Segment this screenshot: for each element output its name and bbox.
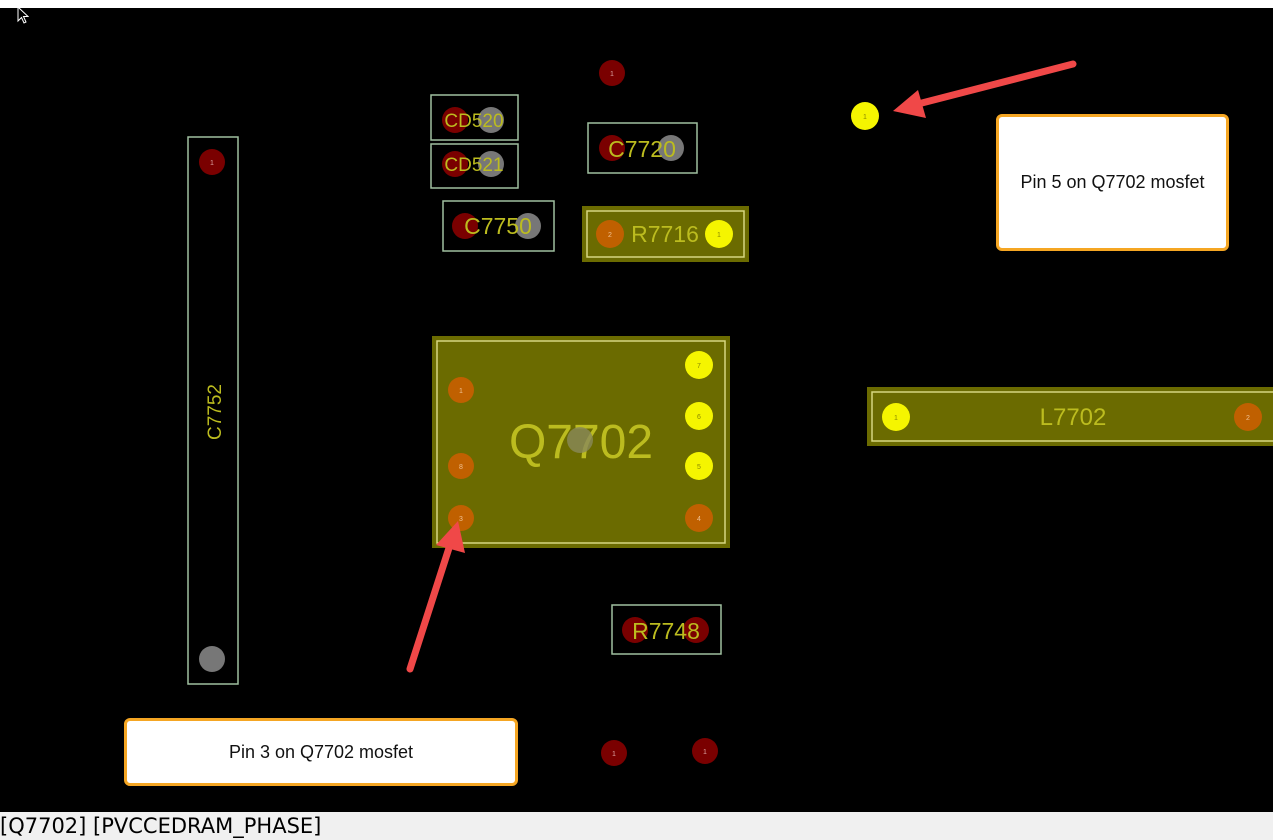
status-text: [Q7702] [PVCCEDRAM_PHASE] bbox=[0, 814, 322, 838]
component-label-c7750: C7750 bbox=[464, 213, 532, 239]
pad-q7702-4[interactable] bbox=[685, 504, 713, 532]
component-cd520[interactable]: CD520 bbox=[430, 94, 519, 141]
pad-l7702-1[interactable] bbox=[882, 403, 910, 431]
pcb-board-view[interactable]: C7752 1 CD520 CD521 C7750 C7720 1 bbox=[0, 8, 1273, 812]
pad-c7752-2[interactable] bbox=[199, 646, 225, 672]
pad-c7750-2[interactable] bbox=[515, 213, 541, 239]
pad-r7748-2[interactable] bbox=[683, 617, 709, 643]
pad-r7748-1[interactable] bbox=[622, 617, 648, 643]
component-label-l7702: L7702 bbox=[1040, 404, 1107, 431]
component-l7702[interactable]: L7702 1 2 bbox=[867, 387, 1273, 446]
annotation-arrow-pin3 bbox=[406, 521, 465, 673]
pad-q7702-8[interactable] bbox=[448, 453, 474, 479]
pin-number: 8 bbox=[459, 464, 463, 471]
pad-c7752-1[interactable] bbox=[199, 149, 225, 175]
annotation-callout-pin3: Pin 3 on Q7702 mosfet bbox=[124, 718, 518, 786]
pin-number: 7 bbox=[697, 363, 701, 370]
status-bar: [Q7702] [PVCCEDRAM_PHASE] bbox=[0, 812, 1273, 840]
pad-c7720-2[interactable] bbox=[658, 135, 684, 161]
pad-q7702-1[interactable] bbox=[448, 377, 474, 403]
component-c7750[interactable]: C7750 bbox=[442, 200, 555, 252]
pad-misc-bottom-b[interactable]: 1 bbox=[692, 738, 718, 764]
component-c7720[interactable]: C7720 bbox=[587, 122, 698, 174]
pad-l7702-2[interactable] bbox=[1234, 403, 1262, 431]
pad-cd521-1[interactable] bbox=[442, 151, 468, 177]
component-c7752[interactable]: C7752 1 bbox=[187, 136, 239, 685]
pad-cd520-1[interactable] bbox=[442, 107, 468, 133]
pad-q7702-center[interactable] bbox=[567, 427, 593, 453]
component-label-r7748: R7748 bbox=[632, 618, 700, 644]
pad-c7720-1[interactable] bbox=[599, 135, 625, 161]
pin-number: 1 bbox=[703, 749, 707, 756]
pin-number: 2 bbox=[608, 232, 612, 239]
pad-highlight-yellow[interactable]: 1 bbox=[851, 102, 879, 130]
pad-q7702-3[interactable] bbox=[448, 505, 474, 531]
component-cd521[interactable]: CD521 bbox=[430, 143, 519, 189]
pin-number: 1 bbox=[863, 114, 867, 121]
pad-q7702-6[interactable] bbox=[685, 402, 713, 430]
component-label-c7752: C7752 bbox=[205, 384, 226, 440]
pad-misc-bottom-a[interactable]: 1 bbox=[601, 740, 627, 766]
pad-cd521-2[interactable] bbox=[478, 151, 504, 177]
pin-number: 3 bbox=[459, 516, 463, 523]
annotation-arrow-pin5 bbox=[893, 60, 1077, 118]
mouse-cursor-icon bbox=[17, 6, 29, 24]
pin-number: 6 bbox=[697, 414, 701, 421]
pin-number: 1 bbox=[210, 160, 214, 167]
component-q7702[interactable]: Q7702 1 8 3 7 6 5 4 bbox=[432, 336, 730, 548]
pad-r7716-2[interactable] bbox=[596, 220, 624, 248]
pad-q7702-7[interactable] bbox=[685, 351, 713, 379]
component-label-c7720: C7720 bbox=[608, 136, 676, 162]
pin-number: 1 bbox=[459, 388, 463, 395]
component-r7716[interactable]: 2 1 R7716 bbox=[582, 206, 749, 262]
pin-number: 4 bbox=[697, 516, 701, 523]
pad-cd520-2[interactable] bbox=[478, 107, 504, 133]
pin-number: 2 bbox=[1246, 415, 1250, 422]
pad-q7702-5[interactable] bbox=[685, 452, 713, 480]
component-r7748[interactable]: R7748 bbox=[611, 604, 722, 655]
pad-misc-top[interactable]: 1 bbox=[599, 60, 625, 86]
pin-number: 1 bbox=[612, 751, 616, 758]
component-label-cd521: CD521 bbox=[444, 155, 503, 176]
component-label-cd520: CD520 bbox=[444, 111, 503, 132]
pin-number: 1 bbox=[717, 232, 721, 239]
component-label-r7716: R7716 bbox=[631, 221, 699, 247]
pad-r7716-1[interactable] bbox=[705, 220, 733, 248]
annotation-callout-pin5: Pin 5 on Q7702 mosfet bbox=[996, 114, 1229, 251]
pin-number: 5 bbox=[697, 464, 701, 471]
pin-number: 1 bbox=[610, 71, 614, 78]
pad-c7750-1[interactable] bbox=[452, 213, 478, 239]
pin-number: 1 bbox=[894, 415, 898, 422]
